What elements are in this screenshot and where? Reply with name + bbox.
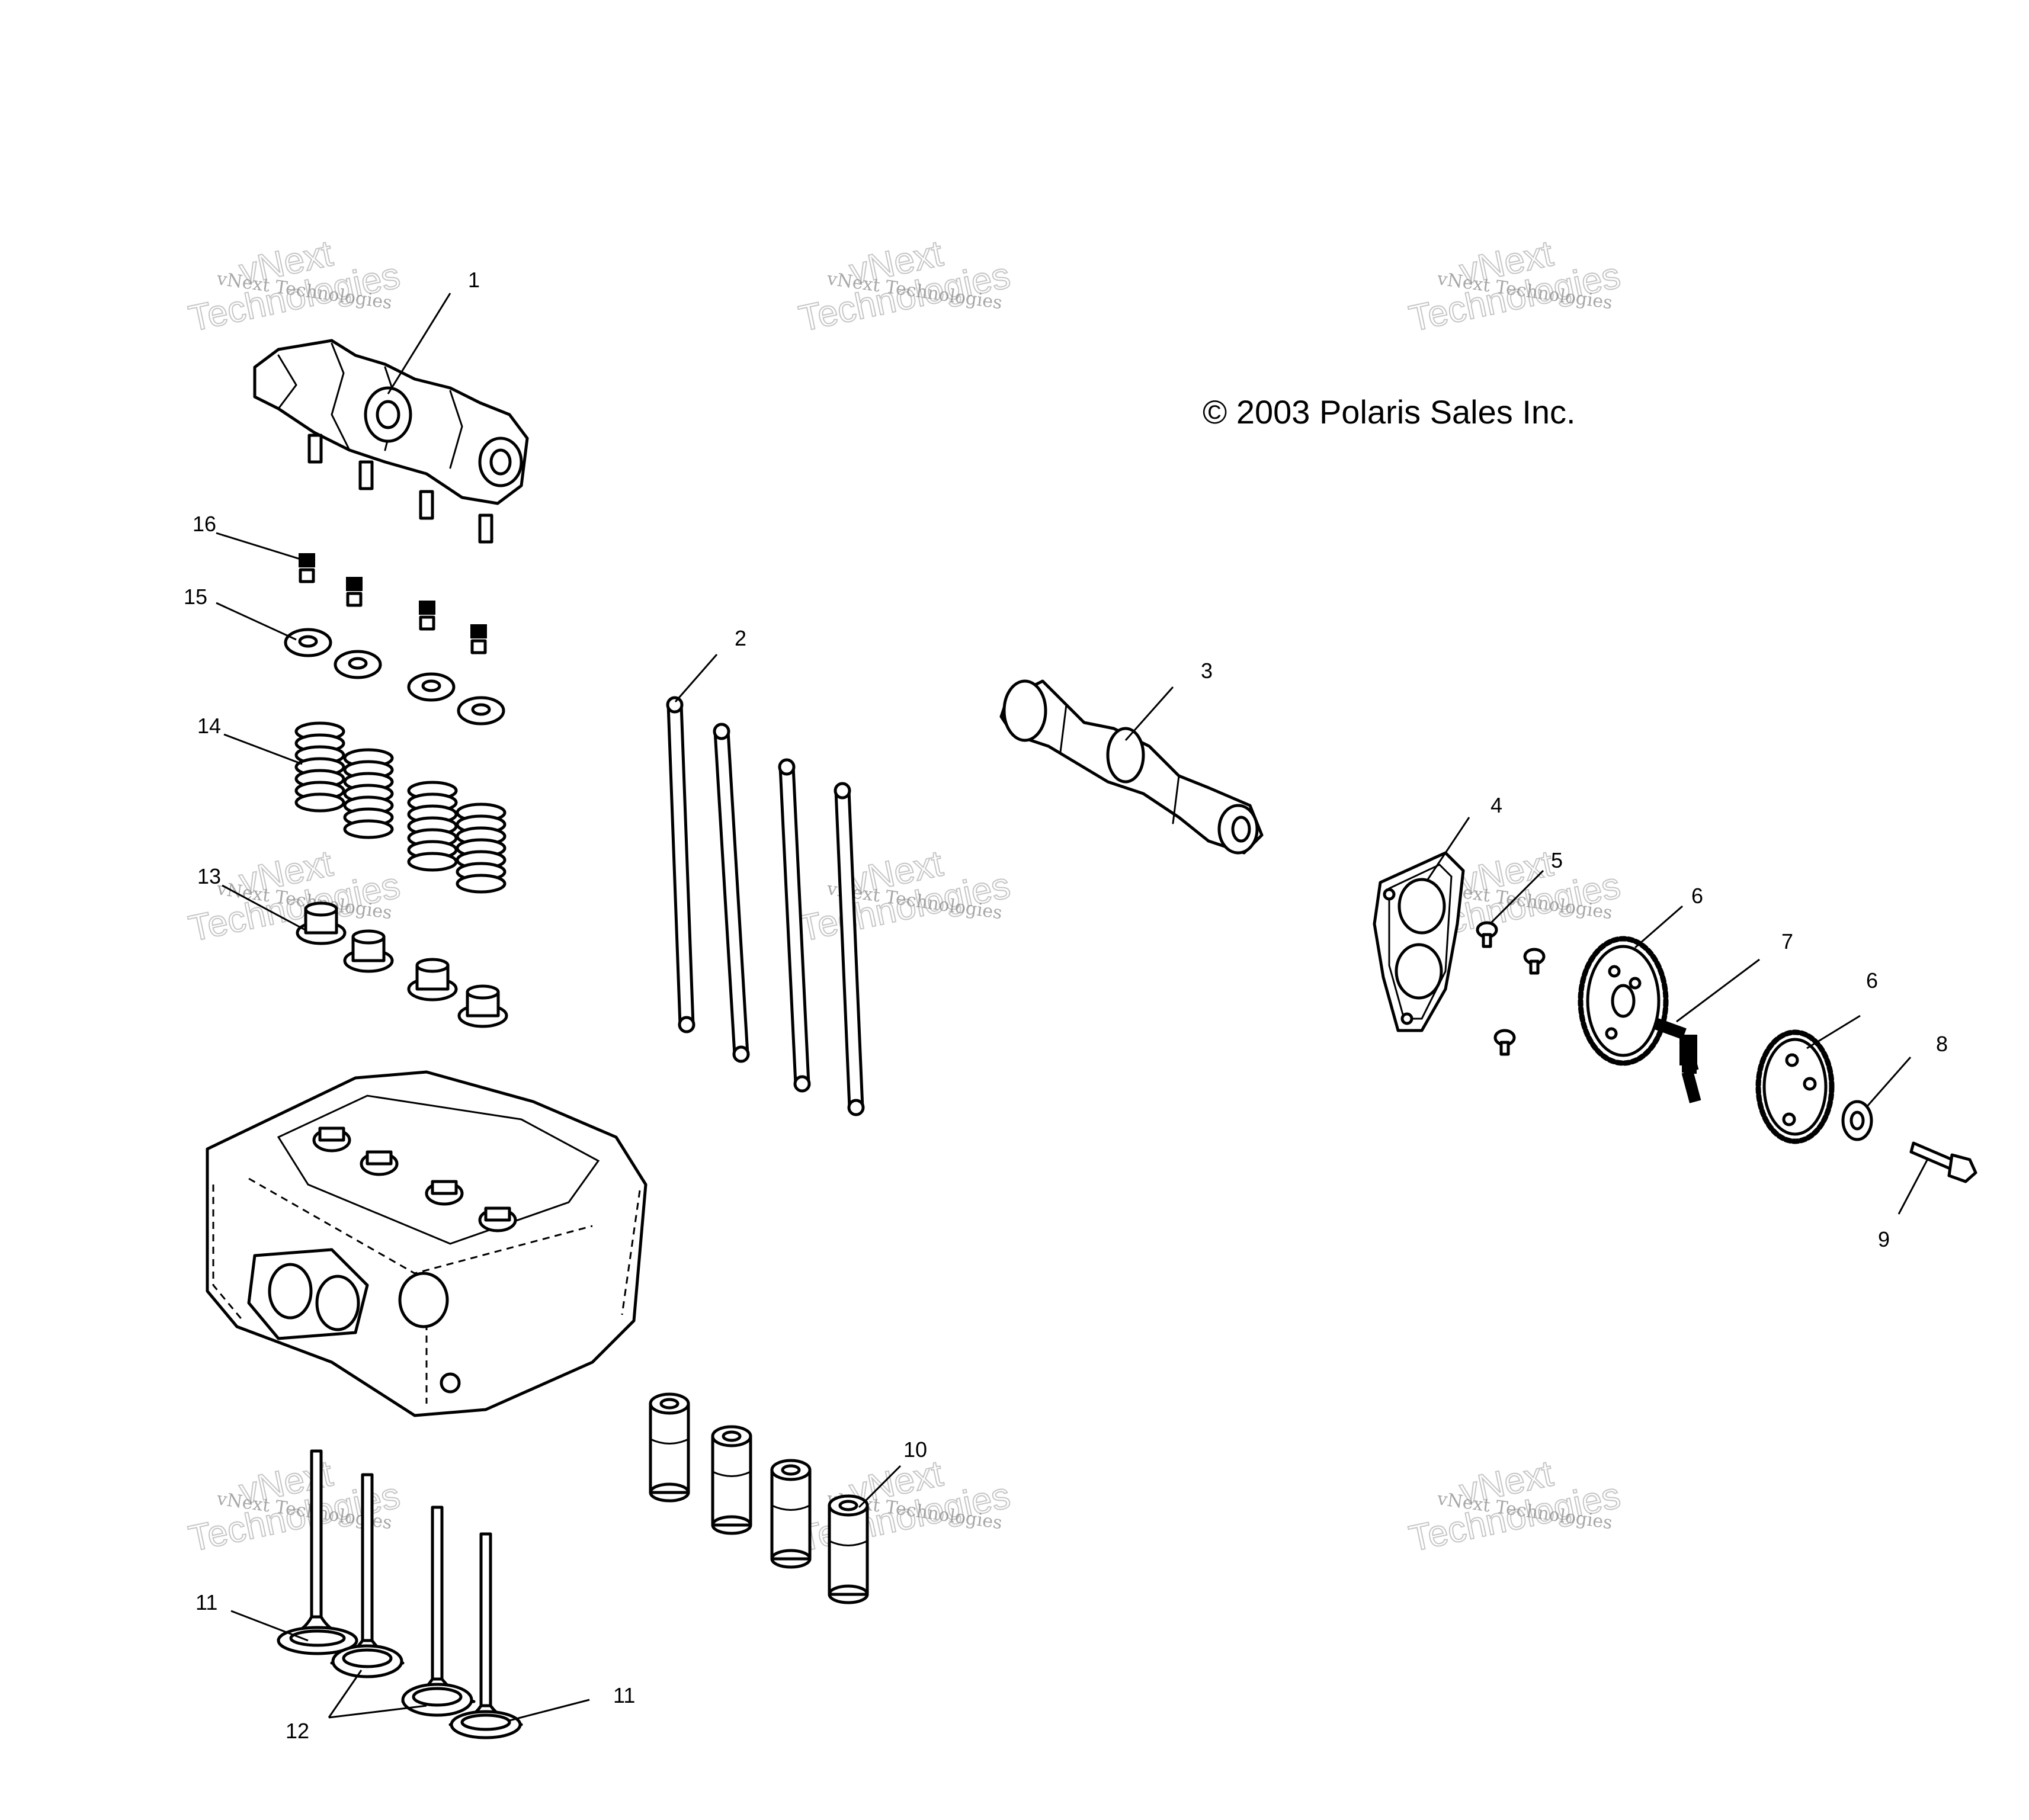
washer (1841, 1100, 1873, 1141)
valve-springs (294, 721, 507, 894)
cam-gear (1578, 936, 1669, 1066)
pushrods (666, 696, 865, 1116)
cam-cover-plate (1373, 851, 1465, 1032)
valve-keepers (299, 553, 487, 654)
callout-7: 7 (1781, 929, 1793, 954)
screws (1476, 921, 1546, 1056)
callout-3: 3 (1201, 659, 1213, 683)
gear-bolt (1909, 1141, 1977, 1183)
callout-10: 10 (903, 1437, 927, 1462)
callout-11-lower: 11 (613, 1683, 635, 1707)
callout-5: 5 (1551, 848, 1563, 872)
dowel-pin-lower (1681, 1070, 1701, 1103)
valve-seals (296, 901, 508, 1028)
callout-1: 1 (468, 268, 480, 292)
callout-6-cam-gear: 6 (1691, 884, 1703, 908)
valves (277, 1449, 523, 1739)
intake-valve (448, 1532, 523, 1739)
cylinder-head (206, 1070, 648, 1417)
dowel-pins (1653, 1017, 1699, 1074)
rocker-arm-assembly (253, 339, 529, 544)
callout-labels: 1 2 3 4 5 6 6 7 8 9 10 11 11 12 13 14 15… (184, 268, 1948, 1743)
valve-retainers (284, 628, 505, 726)
callout-6-crank-gear: 6 (1866, 968, 1878, 993)
camshaft (999, 679, 1264, 855)
leader-lines (216, 293, 1929, 1722)
crank-gear (1755, 1029, 1835, 1144)
callout-8: 8 (1936, 1032, 1948, 1056)
callout-13: 13 (197, 864, 221, 888)
callout-2: 2 (735, 626, 746, 650)
callout-9: 9 (1878, 1227, 1890, 1251)
intake-valve (277, 1449, 358, 1655)
callout-15: 15 (184, 585, 207, 609)
valve-lifters (649, 1392, 869, 1604)
exhaust-valve (330, 1473, 405, 1678)
copyright-notice: © 2003 Polaris Sales Inc. (1203, 393, 1576, 431)
callout-4: 4 (1491, 793, 1502, 817)
callout-12: 12 (286, 1719, 309, 1743)
callout-16: 16 (193, 512, 216, 536)
callout-11-upper: 11 (195, 1590, 217, 1614)
exhaust-valve (401, 1506, 476, 1717)
callout-14: 14 (197, 714, 221, 738)
